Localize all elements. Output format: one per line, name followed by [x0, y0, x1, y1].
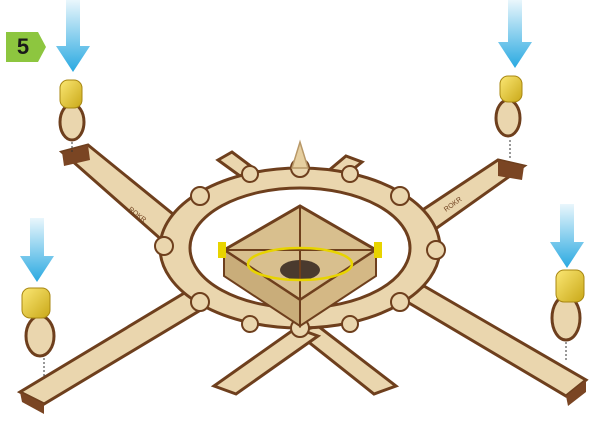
step-number: 5 [6, 32, 40, 62]
center-spindle [292, 142, 308, 168]
arrow-icon [56, 0, 90, 72]
clip-top-right [496, 76, 522, 158]
step-badge: 5 [6, 32, 46, 62]
arrow-icon [20, 218, 54, 282]
clip-bottom-left [22, 288, 54, 378]
arrow-icon [498, 0, 532, 68]
arrow-icon [550, 204, 584, 268]
clip-top-left [60, 80, 84, 152]
clip-bottom-right [552, 270, 584, 362]
